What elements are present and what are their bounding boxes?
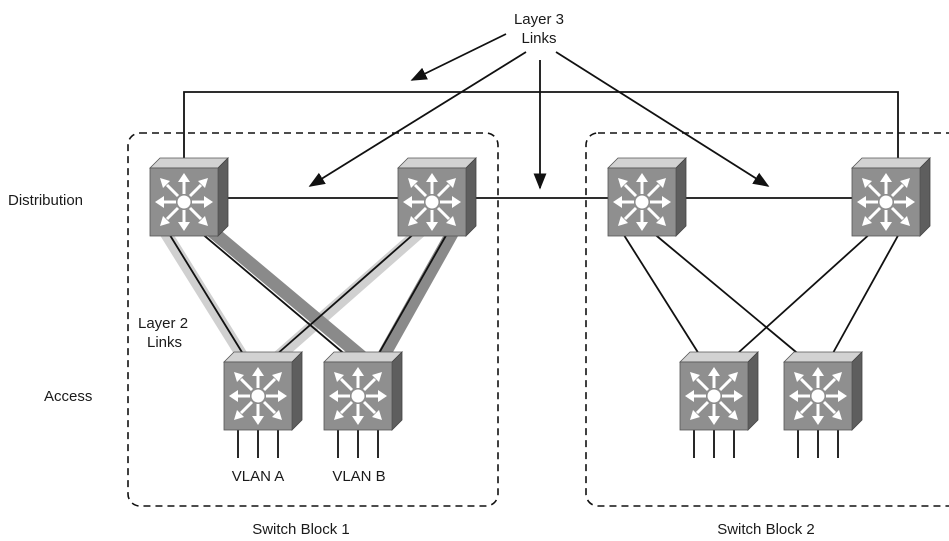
switch-block-1-label: Switch Block 1 — [252, 521, 350, 538]
vlan-b-label: VLAN B — [332, 468, 385, 485]
access-label: Access — [44, 388, 92, 405]
switch-block-1-border — [127, 132, 499, 507]
layer2-links-block1 — [159, 221, 461, 369]
access-switch-2b — [782, 350, 864, 432]
layer3-top-link — [183, 91, 899, 170]
distribution-switch-2b — [850, 156, 932, 238]
distribution-switch-2a — [606, 156, 688, 238]
host-ports — [237, 428, 839, 458]
switch-block-2-label: Switch Block 2 — [717, 521, 815, 538]
distribution-switch-1a — [148, 156, 230, 238]
access-switch-vlan-b — [322, 350, 404, 432]
distribution-switch-1b — [396, 156, 478, 238]
vlan-a-label: VLAN A — [232, 468, 285, 485]
layer3-label-line2: Links — [521, 30, 556, 47]
access-links-block1 — [167, 231, 449, 363]
layer3-label-line1: Layer 3 — [514, 11, 564, 28]
layer3-arrows — [308, 33, 770, 190]
access-links-block2 — [621, 231, 901, 363]
layer2-label-line2: Links — [147, 334, 182, 351]
access-switch-2a — [678, 350, 760, 432]
access-switch-vlan-a — [222, 350, 304, 432]
layer2-label-line1: Layer 2 — [138, 315, 188, 332]
distribution-label: Distribution — [8, 192, 83, 209]
